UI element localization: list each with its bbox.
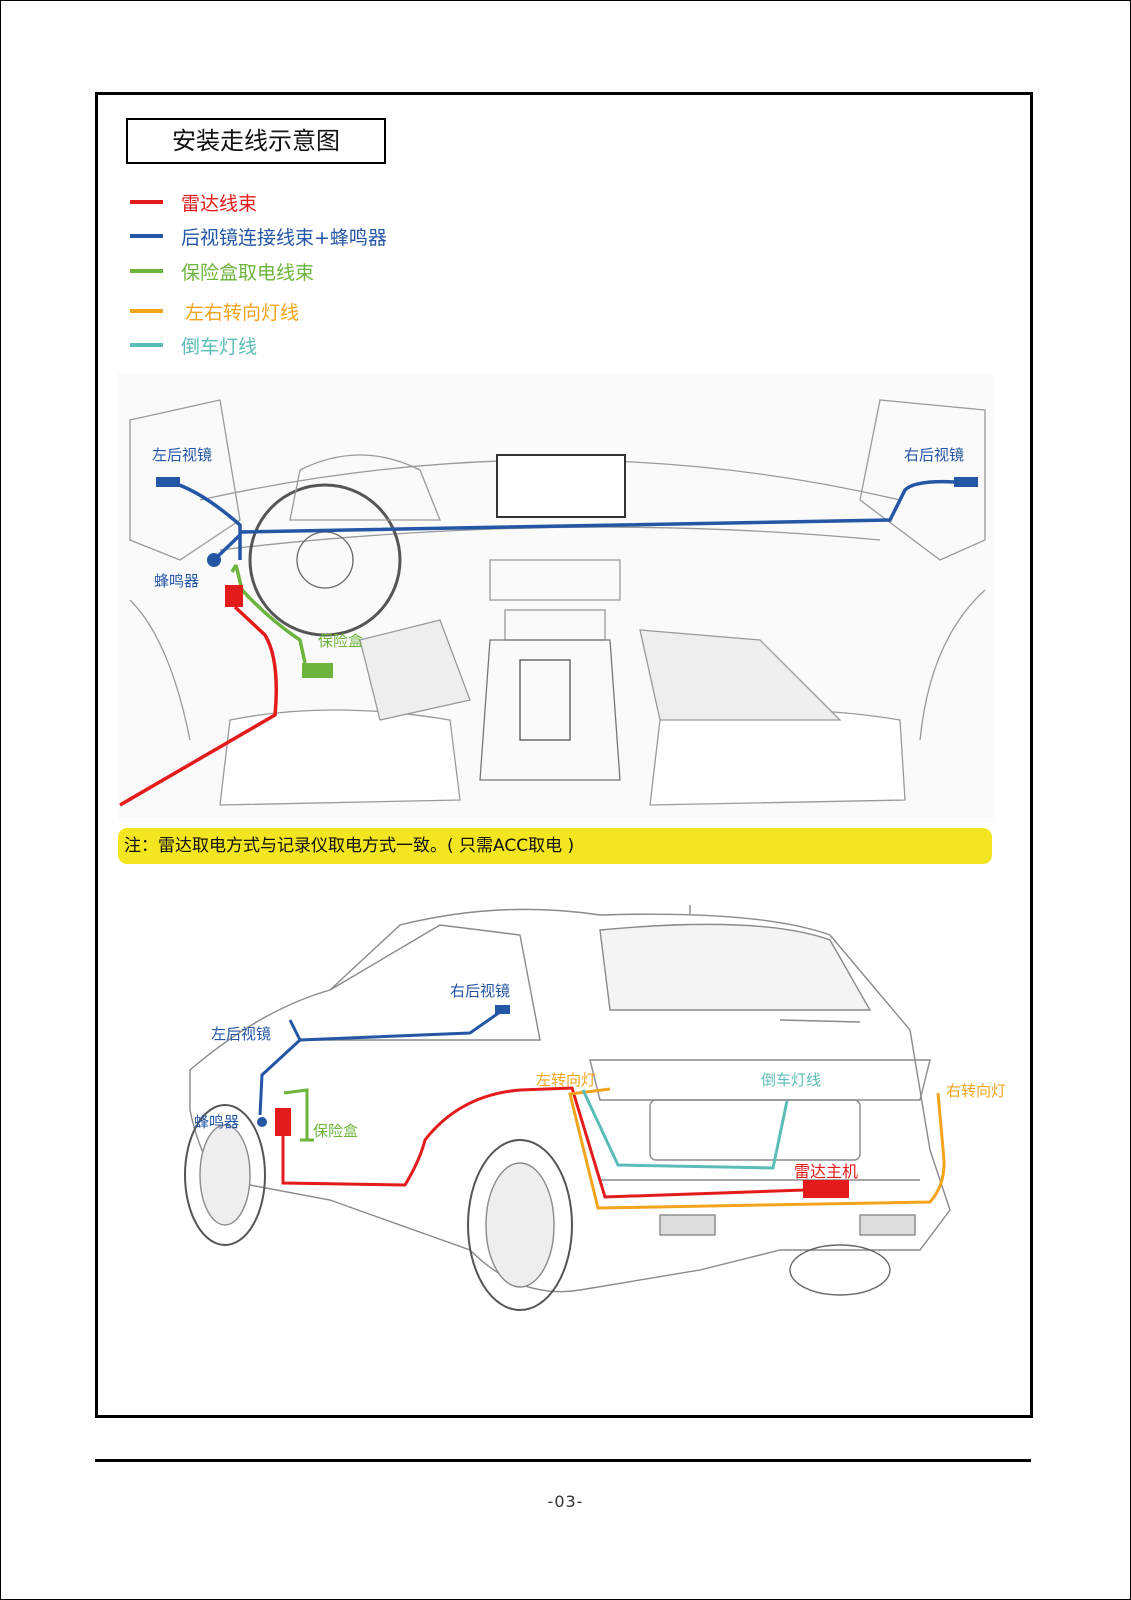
label-right-mirror: 右后视镜 [904,446,965,464]
radar-plug-interior [225,585,243,607]
legend-swatch [130,343,163,347]
left-mirror-connector [156,477,180,487]
radar-wire-interior [119,605,278,807]
label-fuse-box-exterior: 保险盒 [313,1122,359,1140]
note-banner: 注：雷达取电方式与记录仪取电方式一致。( 只需ACC取电 ) [118,828,992,864]
mirror-wire-exterior [258,1010,501,1116]
right-mirror-connector-exterior [495,1005,510,1014]
label-buzzer: 蜂鸣器 [154,572,200,590]
legend-label: 保险盒取电线束 [181,261,315,284]
page-title: 安装走线示意图 [126,118,386,164]
label-left-mirror-exterior: 左后视镜 [211,1025,272,1043]
page-number: -03- [547,1492,584,1511]
car-sketch [184,905,951,1311]
fuse-wire-exterior [283,1088,314,1142]
legend-label: 雷达线束 [181,192,258,215]
reverse-light-wire [581,1089,789,1170]
legend-item-radar: 雷达线束 [130,189,257,215]
exterior-wires [258,1010,946,1210]
footer-divider [95,1459,1031,1462]
radar-plug-exterior [275,1108,291,1136]
label-right-mirror-exterior: 右后视镜 [450,982,511,1000]
right-mirror-connector [954,477,978,487]
legend-label: 倒车灯线 [181,335,258,358]
legend-swatch [130,269,163,273]
legend-item-fuse: 保险盒取电线束 [130,258,314,284]
legend-swatch [130,309,163,313]
radar-host-box [803,1180,849,1198]
label-buzzer-exterior: 蜂鸣器 [194,1113,240,1131]
content-frame [95,92,1033,1418]
label-radar-host: 雷达主机 [794,1162,859,1181]
label-left-turn: 左转向灯 [536,1071,597,1089]
legend-item-reverse: 倒车灯线 [130,332,257,358]
fuse-box-icon [302,663,333,678]
label-right-turn: 右转向灯 [946,1082,1007,1100]
legend-item-mirror: 后视镜连接线束+蜂鸣器 [130,223,387,249]
legend-label: 左右转向灯线 [185,301,300,324]
buzzer-icon [207,553,221,567]
legend-item-turn: 左右转向灯线 [130,298,299,324]
interior-sketch [118,373,993,822]
turn-signal-wire [568,1087,946,1210]
buzzer-icon-exterior [257,1117,267,1127]
label-fuse-box: 保险盒 [318,632,364,650]
legend-label: 后视镜连接线束+蜂鸣器 [181,226,387,249]
label-reverse-line: 倒车灯线 [761,1071,822,1089]
radar-wire-exterior [281,1086,806,1199]
label-left-mirror: 左后视镜 [152,446,213,464]
fuse-wire-interior [230,564,307,664]
legend-swatch [130,234,163,238]
legend-swatch [130,200,163,204]
